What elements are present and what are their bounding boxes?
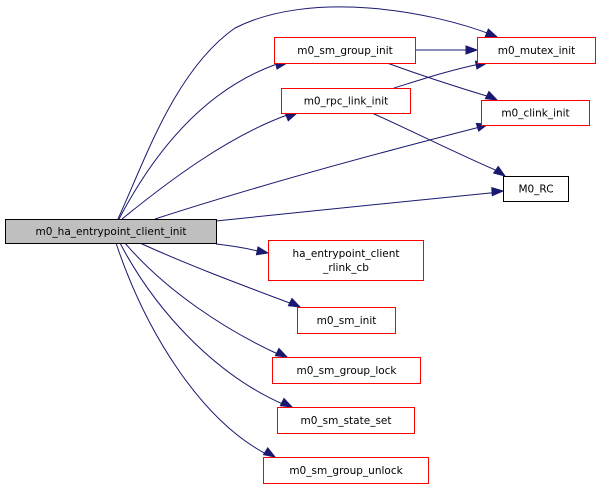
- node-sm-state-set[interactable]: m0_sm_state_set: [277, 407, 415, 434]
- node-box[interactable]: [277, 407, 415, 434]
- node-clink-init[interactable]: m0_clink_init: [481, 100, 590, 126]
- edge-root-to-sm_state_set: [119, 242, 294, 408]
- node-label: M0_RC: [518, 184, 553, 196]
- arrowhead-icon: [262, 446, 277, 458]
- edge-line: [121, 113, 291, 220]
- edge-line: [117, 6, 496, 220]
- edge-line: [215, 243, 263, 253]
- node-label: m0_sm_group_lock: [296, 365, 397, 377]
- edge-root-to-sm_group_init: [118, 60, 289, 220]
- node-box[interactable]: [297, 307, 396, 334]
- node-box[interactable]: [281, 88, 411, 114]
- edge-line: [393, 63, 481, 89]
- edge-line: [386, 62, 491, 98]
- arrowhead-icon: [492, 165, 507, 177]
- node-box: [5, 219, 217, 244]
- edge-line: [115, 242, 269, 456]
- edge-root-to-sm_init: [139, 242, 302, 308]
- nodes-layer: m0_ha_entrypoint_client_init m0_sm_group_…: [5, 37, 596, 484]
- node-sm-group-lock[interactable]: m0_sm_group_lock: [272, 357, 421, 384]
- node-rpc-link-init[interactable]: m0_rpc_link_init: [281, 88, 411, 114]
- edge-rpc_link_init-to-m0_rc: [371, 112, 507, 177]
- node-sm-init[interactable]: m0_sm_init: [297, 307, 396, 334]
- node-box[interactable]: [268, 240, 424, 281]
- node-box[interactable]: [274, 37, 416, 64]
- node-label: m0_ha_entrypoint_client_init: [36, 226, 187, 238]
- arrowhead-icon: [484, 90, 499, 101]
- node-box[interactable]: [481, 100, 590, 126]
- edge-line: [371, 112, 501, 173]
- node-label: m0_sm_state_set: [300, 415, 391, 427]
- edge-line: [119, 242, 286, 406]
- node-label: _rlink_cb: [322, 262, 369, 274]
- edge-root-to-rlink_cb: [215, 243, 270, 256]
- edge-root-to-mutex_init: [117, 6, 499, 220]
- node-label: ha_entrypoint_client: [293, 248, 400, 260]
- node-label: m0_mutex_init: [498, 45, 576, 57]
- node-box[interactable]: [477, 37, 596, 64]
- edge-line: [154, 126, 481, 220]
- node-root: m0_ha_entrypoint_client_init: [5, 219, 217, 244]
- node-label: m0_sm_group_init: [297, 45, 392, 57]
- arrowhead-icon: [284, 112, 299, 122]
- node-label: m0_sm_init: [317, 315, 377, 327]
- edge-root-to-rpc_link_init: [121, 112, 299, 220]
- node-sm-group-init[interactable]: m0_sm_group_init: [274, 37, 416, 64]
- node-mutex-init[interactable]: m0_mutex_init: [477, 37, 596, 64]
- arrowhead-icon: [484, 28, 499, 38]
- arrowhead-icon: [491, 187, 505, 197]
- node-rlink-cb[interactable]: ha_entrypoint_client _rlink_cb: [268, 240, 424, 281]
- node-box[interactable]: [272, 357, 421, 384]
- node-label: m0_sm_group_unlock: [289, 465, 403, 477]
- edge-line: [124, 242, 281, 356]
- edges-layer: [115, 6, 507, 458]
- node-box[interactable]: [503, 176, 569, 202]
- arrowhead-icon: [255, 246, 270, 256]
- node-label: m0_rpc_link_init: [304, 96, 389, 108]
- node-box[interactable]: [263, 457, 429, 484]
- edge-root-to-clink_init: [154, 122, 490, 220]
- arrowhead-icon: [287, 297, 302, 308]
- arrowhead-icon: [279, 397, 294, 408]
- arrowhead-icon: [274, 347, 289, 358]
- edge-line: [118, 62, 281, 220]
- node-m0-rc[interactable]: M0_RC: [503, 176, 569, 202]
- node-label: m0_clink_init: [501, 108, 569, 120]
- edge-line: [139, 242, 296, 306]
- edge-root-to-m0_rc: [215, 187, 505, 222]
- edge-sm_group_init-to-mutex_init: [415, 45, 479, 55]
- edge-rpc_link_init-to-mutex_init: [393, 60, 489, 89]
- edge-root-to-sm_group_unlock: [115, 242, 277, 458]
- arrowhead-icon: [465, 45, 479, 55]
- node-sm-group-unlock[interactable]: m0_sm_group_unlock: [263, 457, 429, 484]
- edge-sm_group_init-to-clink_init: [386, 62, 499, 101]
- edge-root-to-sm_group_lock: [124, 242, 289, 358]
- edge-line: [215, 191, 501, 222]
